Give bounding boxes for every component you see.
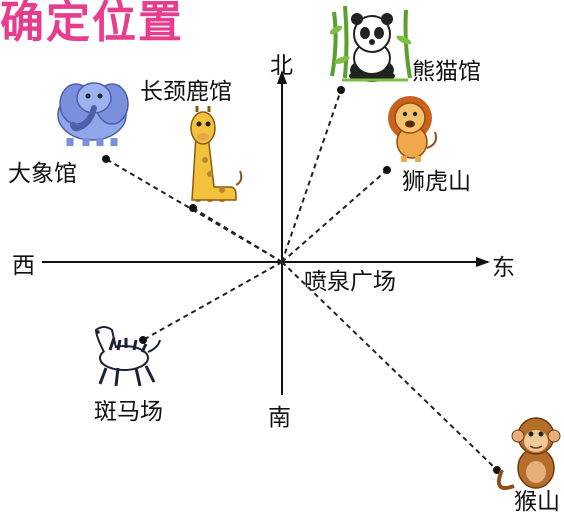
giraffe-icon [190, 106, 243, 202]
east-label: 东 [492, 255, 515, 281]
north-label: 北 [270, 53, 293, 79]
panda-icon [329, 5, 412, 82]
zebra-icon [94, 326, 161, 387]
route-panda [281, 89, 342, 263]
endpoint-panda [337, 86, 345, 94]
location-label-zebra: 斑马场 [94, 399, 163, 425]
route-monkey [281, 261, 498, 471]
monkey-icon [497, 417, 561, 490]
south-label: 南 [268, 405, 291, 431]
location-label-elephant: 大象馆 [8, 161, 77, 187]
endpoint-giraffe [189, 204, 197, 212]
endpoint-zebra [139, 336, 147, 344]
route-zebra [142, 261, 283, 341]
endpoint-monkey [493, 466, 501, 474]
center-label: 喷泉广场 [304, 269, 396, 295]
location-label-lion: 狮虎山 [402, 169, 471, 195]
endpoint-elephant [102, 155, 110, 163]
location-label-giraffe: 长颈鹿馆 [140, 79, 232, 105]
endpoint-lion [383, 166, 391, 174]
page-title: 确定位置 [0, 0, 184, 48]
elephant-icon [57, 82, 129, 146]
west-label: 西 [12, 253, 35, 279]
lion-icon [388, 96, 437, 162]
location-label-panda: 熊猫馆 [412, 59, 481, 85]
location-label-monkey: 猴山 [514, 489, 560, 515]
route-giraffe [192, 207, 283, 263]
